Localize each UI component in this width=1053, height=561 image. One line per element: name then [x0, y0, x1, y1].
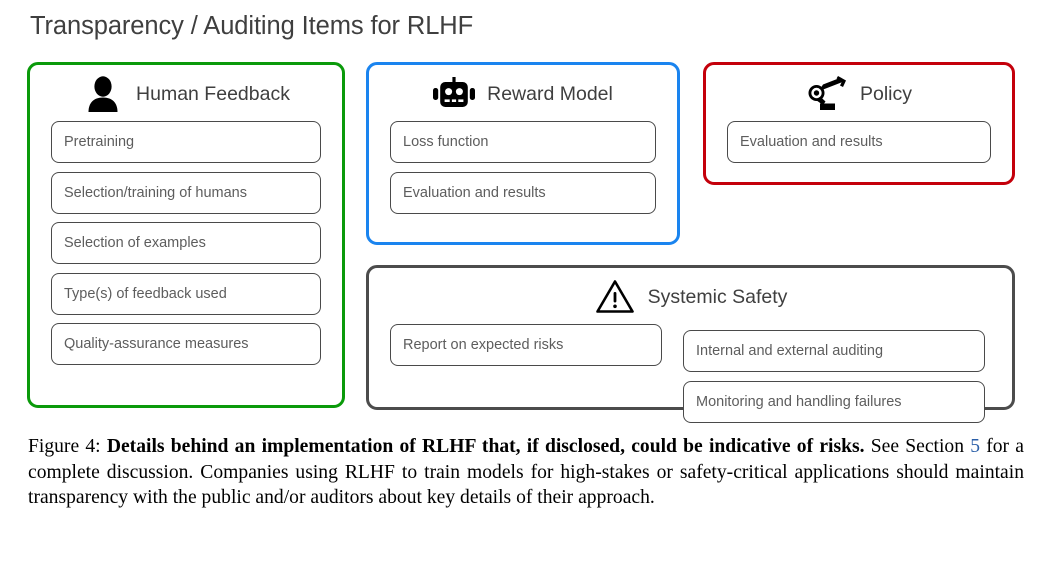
panel-reward-model: Reward Model Loss function Evaluation an… — [366, 62, 680, 245]
robot-arm-icon — [806, 73, 848, 115]
item-list-systemic-safety-right: Internal and external auditing Monitorin… — [683, 330, 1004, 423]
item-list-human-feedback: Pretraining Selection/training of humans… — [30, 121, 342, 365]
item-box[interactable]: Report on expected risks — [390, 324, 662, 366]
figure-caption: Figure 4: Details behind an implementati… — [28, 434, 1024, 511]
caption-text-before-link: See Section — [864, 436, 971, 457]
person-icon — [82, 73, 124, 115]
panel-systemic-safety: Systemic Safety Report on expected risks… — [366, 265, 1015, 423]
warning-triangle-icon — [594, 276, 636, 318]
panel-policy: Policy Evaluation and results — [703, 62, 1015, 185]
item-box[interactable]: Monitoring and handling failures — [683, 380, 985, 423]
caption-section-link[interactable]: 5 — [970, 436, 981, 457]
panel-header-human-feedback: Human Feedback — [30, 67, 342, 121]
panel-human-feedback: Human Feedback Pretraining Selection/tra… — [27, 62, 345, 408]
panel-title-systemic-safety: Systemic Safety — [647, 285, 788, 308]
item-box[interactable]: Loss function — [390, 121, 656, 163]
item-box[interactable]: Evaluation and results — [390, 171, 656, 214]
systemic-safety-right-column: Internal and external auditing Monitorin… — [683, 330, 1004, 423]
panel-title-policy: Policy — [859, 82, 913, 105]
robot-head-icon — [433, 73, 476, 115]
item-box[interactable]: Type(s) of feedback used — [51, 272, 321, 315]
item-box[interactable]: Selection of examples — [51, 222, 321, 264]
panel-title-reward-model: Reward Model — [487, 82, 613, 105]
page-title: Transparency / Auditing Items for RLHF — [30, 12, 474, 40]
item-box[interactable]: Evaluation and results — [727, 121, 991, 163]
item-list-systemic-safety-left: Report on expected risks — [369, 324, 683, 366]
item-list-policy: Evaluation and results — [706, 121, 1012, 163]
panel-header-systemic-safety: Systemic Safety — [369, 270, 1012, 324]
caption-label: Figure 4: — [28, 436, 107, 457]
item-box[interactable]: Selection/training of humans — [51, 171, 321, 214]
caption-text-after-link: for a complete discussion. Companies usi… — [28, 436, 1024, 509]
item-box[interactable]: Pretraining — [51, 121, 321, 163]
caption-bold-lead: Details behind an implementation of RLHF… — [106, 436, 865, 457]
item-box[interactable]: Internal and external auditing — [683, 330, 985, 372]
panel-header-reward-model: Reward Model — [369, 67, 677, 121]
panel-title-human-feedback: Human Feedback — [136, 82, 290, 105]
item-list-reward-model: Loss function Evaluation and results — [369, 121, 677, 214]
systemic-safety-left-column: Report on expected risks — [369, 268, 683, 366]
panel-header-policy: Policy — [706, 67, 1012, 121]
systemic-safety-body: Report on expected risks Internal and ex… — [369, 324, 1012, 423]
item-box[interactable]: Quality-assurance measures — [51, 323, 321, 365]
